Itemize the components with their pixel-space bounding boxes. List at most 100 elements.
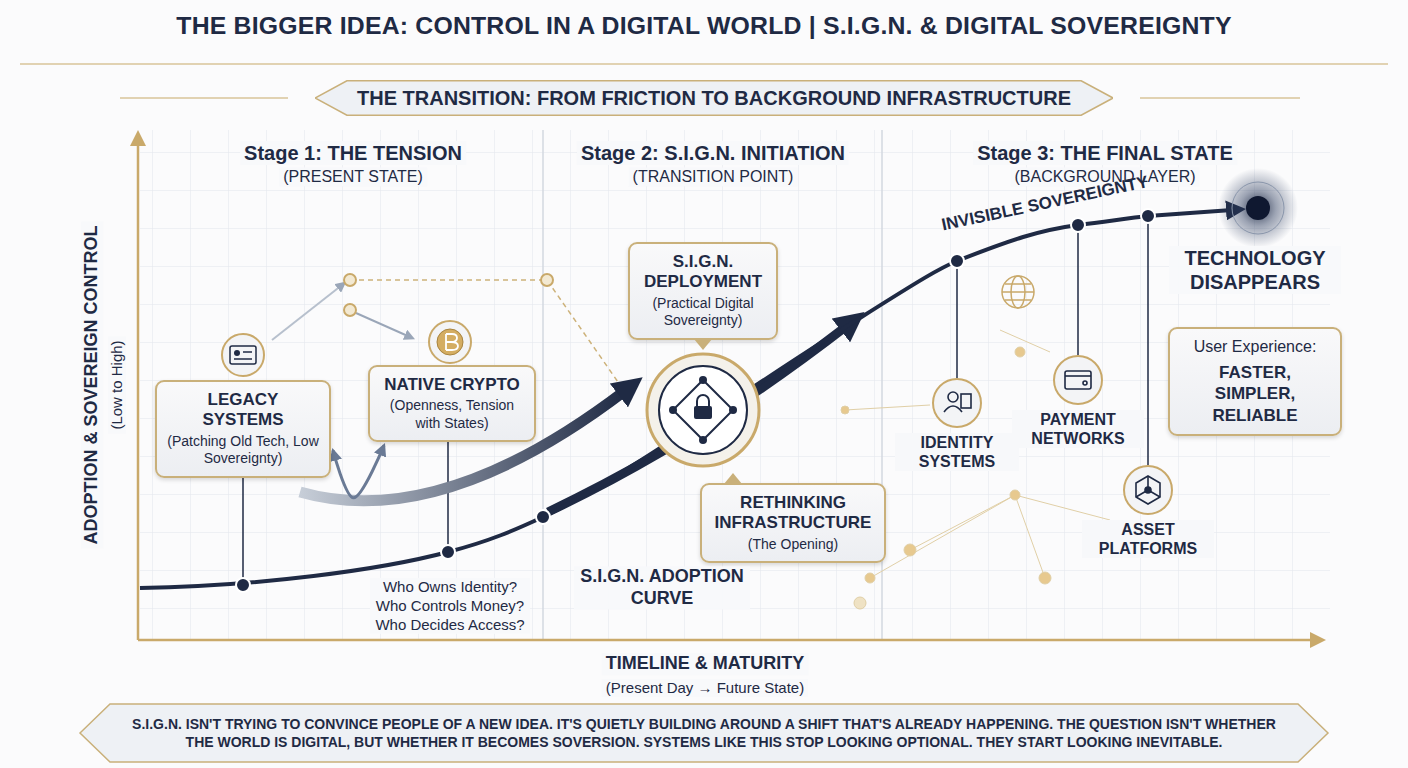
- card-line: [234, 358, 252, 360]
- network-line: [1000, 330, 1050, 352]
- icon-ring: [933, 379, 981, 427]
- network-line: [910, 495, 1015, 550]
- icon-ring: [1054, 356, 1102, 404]
- asset-glyph: [1136, 476, 1160, 504]
- network-dot: [865, 573, 875, 583]
- network-line: [870, 495, 1015, 578]
- crypto-icon: [429, 321, 471, 363]
- node-heading: S.I.G.N. DEPLOYMENT: [638, 252, 768, 293]
- node-text: FASTER, SIMPLER, RELIABLE: [1178, 362, 1332, 426]
- emblem-core: [659, 366, 747, 454]
- person-body: [944, 406, 962, 412]
- thin-arrow: [356, 313, 410, 337]
- question-note: Who Owns Identity? Who Controls Money? W…: [370, 578, 530, 634]
- node-heading: RETHINKING INFRASTRUCTURE: [710, 493, 876, 534]
- network-dot: [854, 597, 866, 609]
- marker-dot: [541, 274, 553, 286]
- stage-subtitle: (PRESENT STATE): [279, 167, 427, 186]
- adoption-curve: [140, 210, 1232, 588]
- sign-emblem: [647, 354, 759, 466]
- node-heading: PAYMENT NETWORKS: [1012, 410, 1144, 448]
- globe-equator: [1002, 291, 1034, 293]
- icon-symbol: [1122, 464, 1174, 516]
- network-dot: [904, 544, 916, 556]
- marker-dot: [344, 274, 356, 286]
- node-heading: NATIVE CRYPTO: [378, 375, 526, 395]
- process-box: S.I.G.N. DEPLOYMENT(Practical Digital So…: [628, 242, 778, 340]
- person-head: [948, 392, 958, 402]
- asset-links: [1136, 476, 1160, 497]
- globe-outline: [1002, 276, 1034, 308]
- network-dot: [841, 406, 849, 414]
- stage-heading: Stage 1: THE TENSION: [240, 141, 466, 165]
- stage-divider: [542, 130, 544, 640]
- wallet: [1065, 371, 1091, 389]
- icon-node: ASSET PLATFORMS: [1082, 464, 1214, 558]
- process-box: LEGACY SYSTEMS(Patching Old Tech, Low So…: [155, 380, 331, 478]
- globe-parallel: [1005, 283, 1031, 285]
- node-text: (Practical Digital Sovereignty): [638, 295, 768, 330]
- emblem-node: [729, 406, 737, 414]
- axis-title: ADOPTION & SOVEREIGN CONTROL: [81, 221, 103, 548]
- vanishing-point-glow: [1218, 168, 1298, 248]
- title: THE BIGGER IDEA: CONTROL IN A DIGITAL WO…: [0, 12, 1408, 40]
- connector: [333, 445, 384, 497]
- thin-arrow: [272, 285, 342, 340]
- stage-heading: Stage 3: THE FINAL STATE: [973, 141, 1237, 165]
- node-text: (The Opening): [710, 536, 876, 554]
- axis-subtitle: (Present Day → Future State): [602, 679, 808, 697]
- coin: [437, 329, 463, 355]
- card-outline: [230, 346, 256, 364]
- banner-outline: [315, 81, 1113, 116]
- leader-line: [956, 261, 958, 378]
- caption-banner: [80, 704, 1328, 762]
- icon-ring: [222, 334, 264, 376]
- curve-point: [536, 510, 550, 524]
- y-axis: [137, 138, 140, 640]
- icon-ring: [1124, 466, 1172, 514]
- curve-point: [441, 545, 455, 559]
- node-heading: IDENTITY SYSTEMS: [895, 433, 1019, 471]
- wallet-clasp: [1083, 381, 1087, 385]
- emblem-ring: [647, 354, 759, 466]
- icon-node: IDENTITY SYSTEMS: [895, 377, 1019, 471]
- title-rule: [20, 63, 1388, 65]
- asset-hex: [1136, 476, 1160, 504]
- caption: S.I.G.N. ISN'T TRYING TO CONVINCE PEOPLE…: [129, 715, 1279, 751]
- x-axis: [138, 639, 1318, 642]
- emblem-node: [699, 436, 707, 444]
- icon-symbol: [931, 377, 983, 429]
- emblem-diamond: [673, 380, 733, 440]
- chart-grid: [140, 130, 1330, 640]
- curve-point: [1071, 218, 1085, 232]
- network-dots: [841, 330, 1110, 609]
- network-line: [1015, 495, 1110, 520]
- emblem-node: [699, 376, 707, 384]
- card-photo: [234, 350, 240, 356]
- coin-mark: [446, 334, 458, 350]
- network-dot: [1039, 572, 1051, 584]
- network-line: [845, 405, 930, 410]
- axis-title: TIMELINE & MATURITY: [602, 653, 809, 675]
- node-heading: ASSET PLATFORMS: [1082, 520, 1214, 558]
- banner-rule: [120, 97, 288, 99]
- stage-divider: [881, 130, 883, 640]
- icon-node: PAYMENT NETWORKS: [1012, 354, 1144, 448]
- id-card: [961, 394, 971, 408]
- network-dot: [1010, 490, 1020, 500]
- network-dot: [1015, 347, 1025, 357]
- stage-heading: Stage 2: S.I.G.N. INITIATION: [577, 141, 849, 165]
- wallet-band: [1065, 375, 1091, 377]
- lock-shackle: [697, 395, 709, 407]
- curve-point: [950, 254, 964, 268]
- leader-line: [1147, 216, 1149, 465]
- process-box: RETHINKING INFRASTRUCTURE (The Opening): [700, 483, 886, 563]
- stage-subtitle: (TRANSITION POINT): [629, 167, 798, 186]
- id-glyph: [944, 392, 971, 412]
- network-line: [1015, 495, 1045, 578]
- leader-line: [1077, 225, 1079, 355]
- end-label: TECHNOLOGY DISAPPEARS: [1169, 246, 1341, 294]
- icon-ring: [429, 321, 471, 363]
- axis-subtitle: (Low to High): [108, 336, 126, 433]
